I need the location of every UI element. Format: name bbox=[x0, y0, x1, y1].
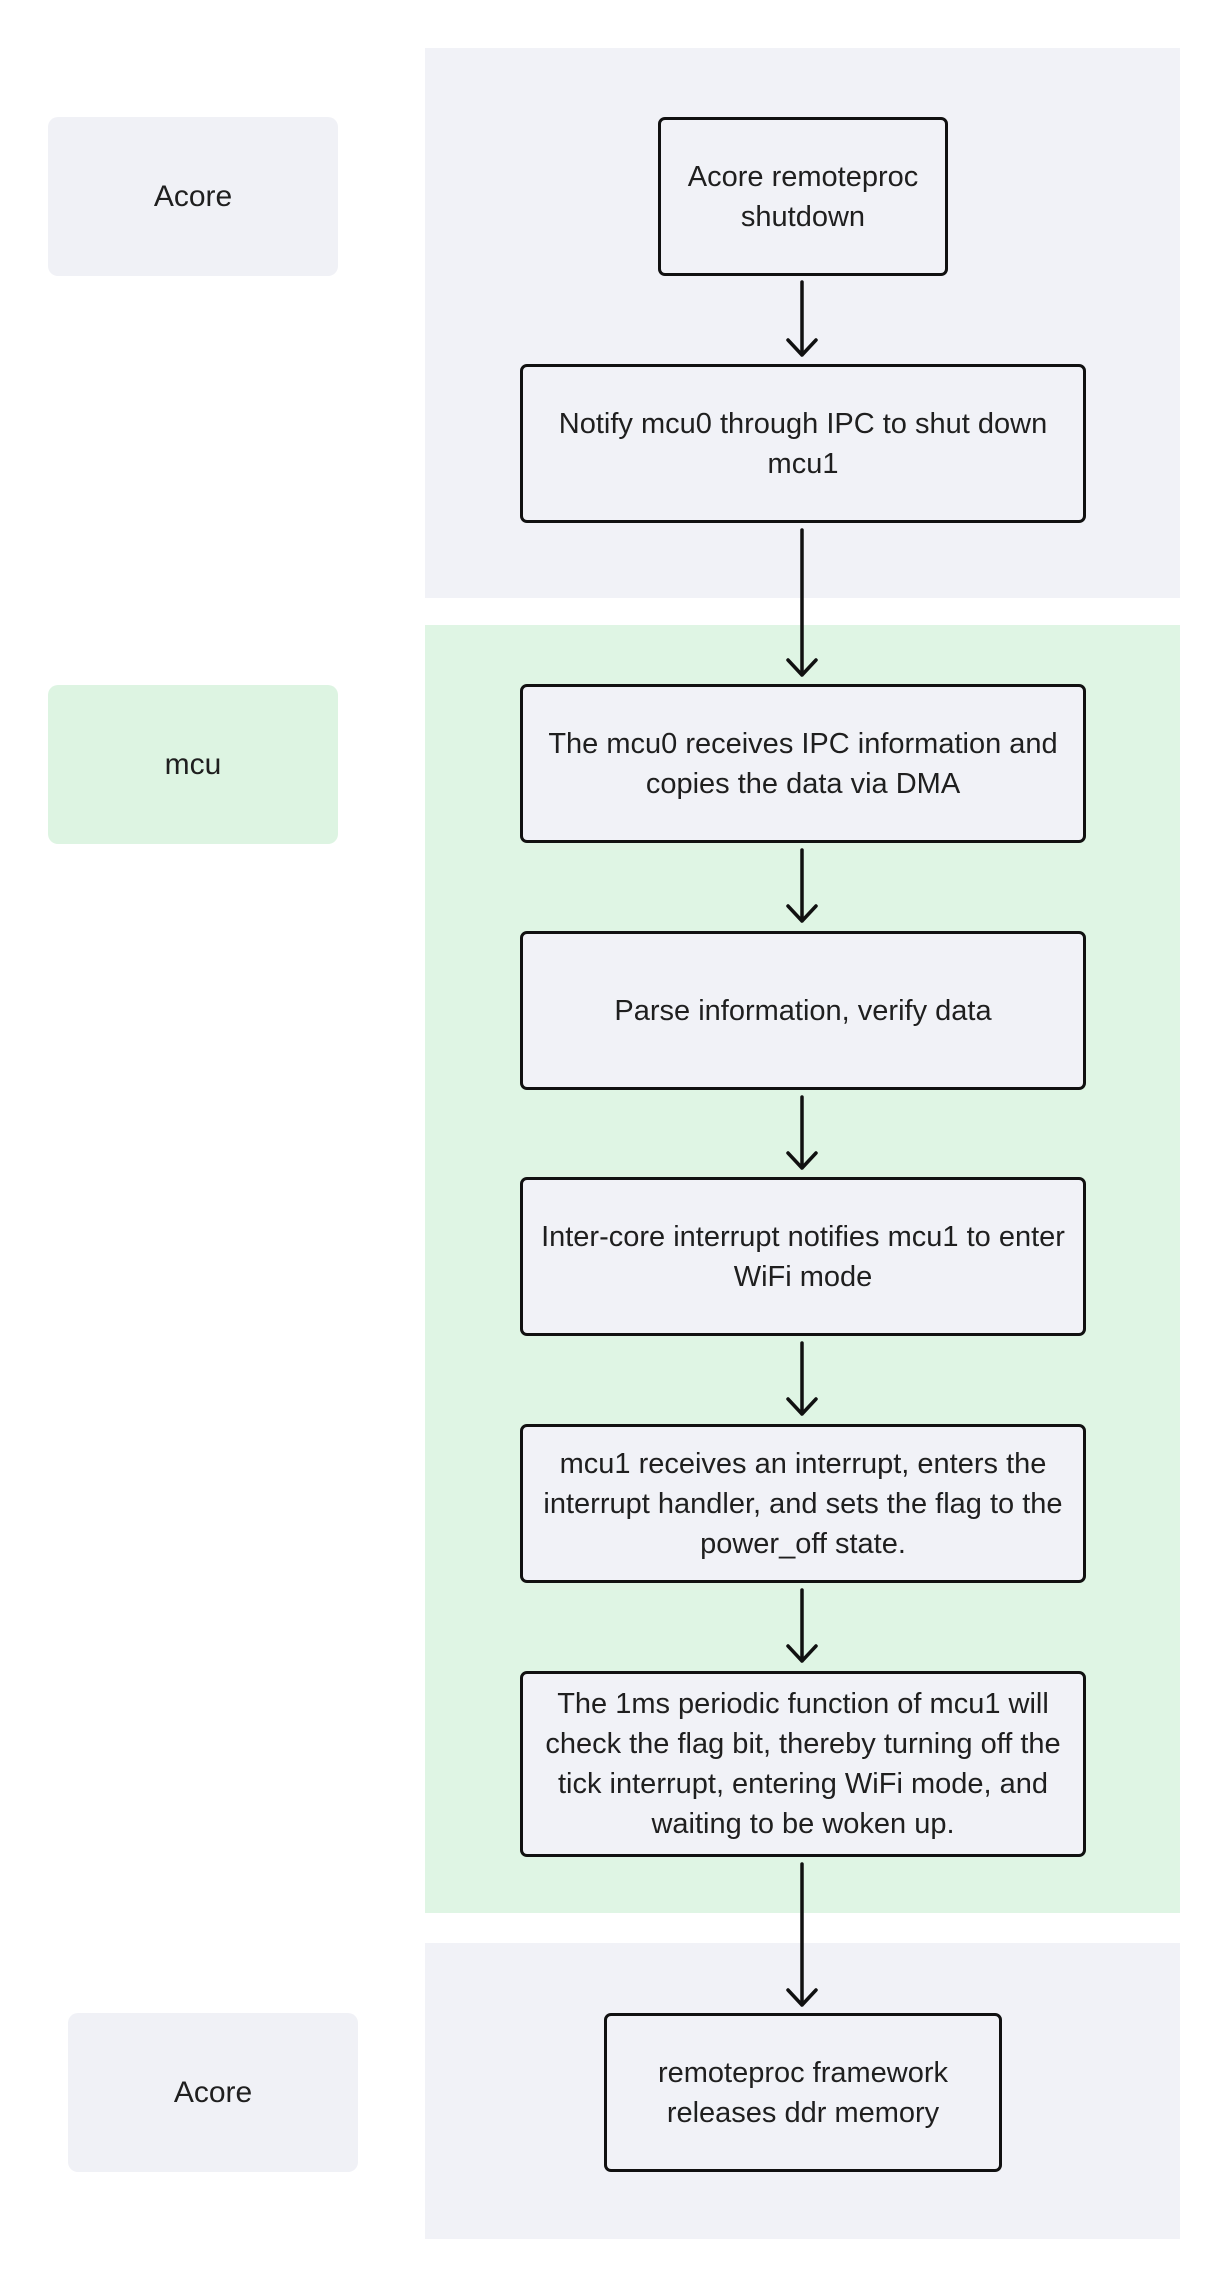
step-inter-core-interrupt: Inter-core interrupt notifies mcu1 to en… bbox=[520, 1177, 1086, 1336]
step-mcu0-receives-ipc: The mcu0 receives IPC information and co… bbox=[520, 684, 1086, 843]
step-parse-verify: Parse information, verify data bbox=[520, 931, 1086, 1090]
step-mcu1-receives-interrupt: mcu1 receives an interrupt, enters the i… bbox=[520, 1424, 1086, 1583]
step-notify-mcu0-ipc: Notify mcu0 through IPC to shut down mcu… bbox=[520, 364, 1086, 523]
step-1ms-periodic-function: The 1ms periodic function of mcu1 will c… bbox=[520, 1671, 1086, 1857]
lane-label-acore-top: Acore bbox=[48, 117, 338, 276]
step-release-ddr-memory: remoteproc framework releases ddr memory bbox=[604, 2013, 1002, 2172]
step-acore-remoteproc-shutdown: Acore remoteproc shutdown bbox=[658, 117, 948, 276]
lane-label-mcu: mcu bbox=[48, 685, 338, 844]
lane-label-acore-bottom: Acore bbox=[68, 2013, 358, 2172]
